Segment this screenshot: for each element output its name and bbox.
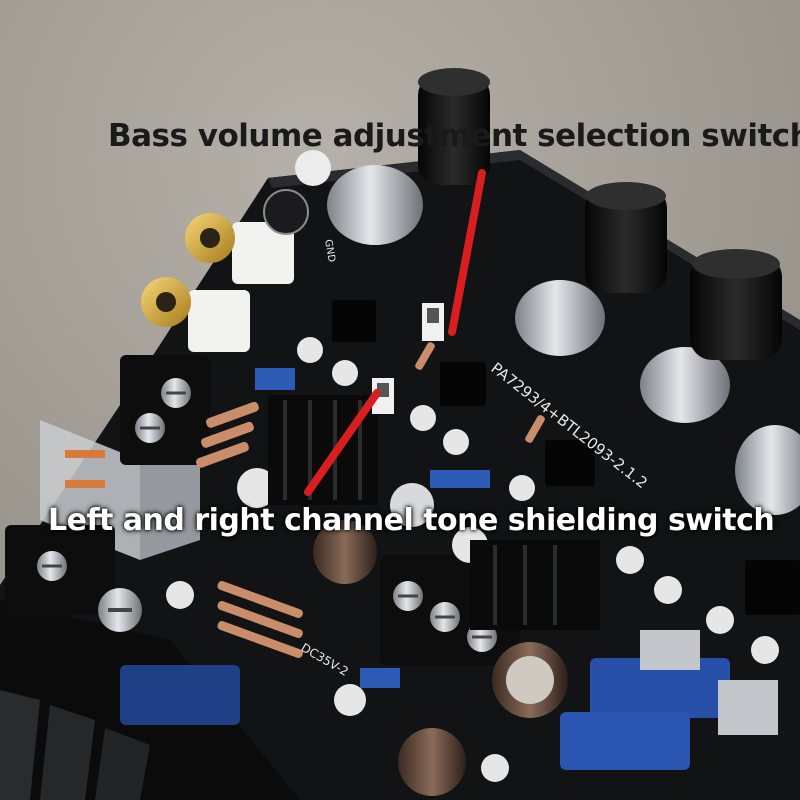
- screw-terminal-left: [120, 355, 210, 465]
- resistors: [196, 342, 545, 659]
- pcb-gnd-text: GND: [322, 239, 337, 264]
- film-capacitors: [120, 368, 730, 770]
- potentiometer-1: [327, 68, 490, 245]
- pointer-line-bass: [448, 169, 486, 336]
- annotation-tone-switch: Left and right channel tone shielding sw…: [48, 503, 775, 538]
- potentiometer-3: [640, 249, 782, 423]
- rca-jack-bottom: [141, 277, 250, 352]
- annotation-bass-switch: Bass volume adjustment selection switch: [108, 118, 800, 154]
- potentiometer-4: [735, 425, 800, 515]
- slide-switch-bass: [422, 303, 444, 341]
- rca-jack-top: [185, 213, 294, 284]
- ic-chips: [332, 300, 800, 615]
- capacitor-group: [166, 150, 779, 796]
- pointer-line-tone: [304, 389, 381, 496]
- screw-terminal-bottom-left: [5, 525, 142, 632]
- potentiometer-2: [515, 182, 667, 356]
